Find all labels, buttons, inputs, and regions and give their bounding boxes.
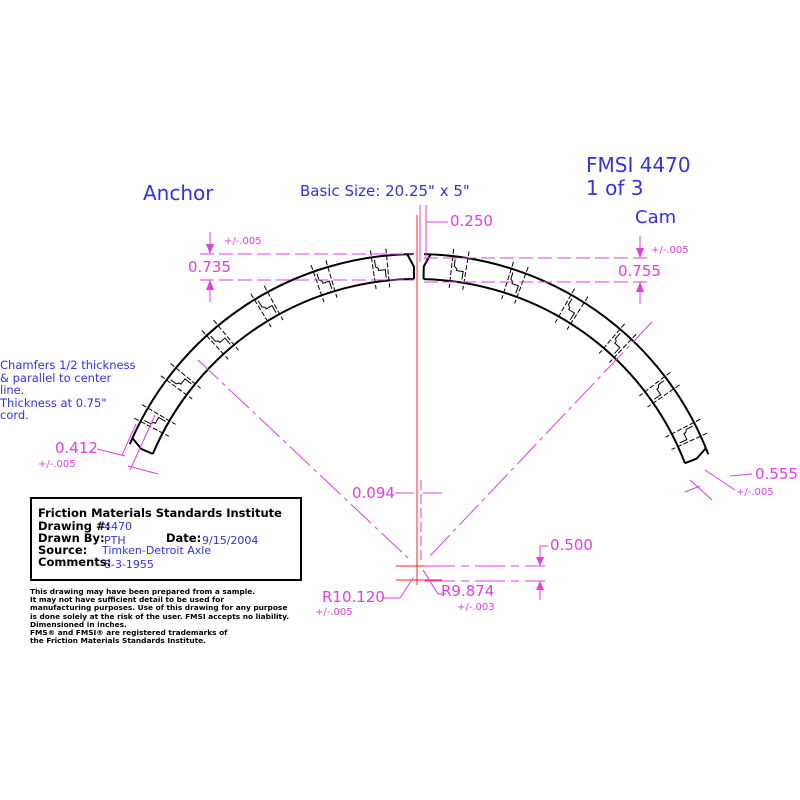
basic-size-label: Basic Size: 20.25" x 5" xyxy=(300,182,470,200)
dim-ext-line xyxy=(689,479,713,501)
dim-leader xyxy=(399,577,414,599)
dim-leader xyxy=(729,473,753,477)
title-block: Friction Materials Standards Institute D… xyxy=(30,497,302,581)
dim-arrowhead xyxy=(206,244,214,254)
note-line: & parallel to center xyxy=(0,370,112,385)
inner-radius-tolerance: +/-.003 xyxy=(457,602,495,613)
center-offset-dimension: 0.500 xyxy=(550,536,593,554)
dim-arrowhead xyxy=(636,248,644,258)
rivet-hole-mark xyxy=(665,418,708,450)
dim-leader xyxy=(684,485,701,493)
anchor-lining-chamfer xyxy=(131,437,154,455)
disclaimer: This drawing may have been prepared from… xyxy=(30,587,290,646)
dim-ext-line xyxy=(129,414,156,471)
inner-radius-dimension: R9.874 xyxy=(441,582,495,600)
comments-label: Comments: xyxy=(38,555,112,569)
right-radius-line xyxy=(427,321,653,559)
left-thickness-tolerance: +/-.005 xyxy=(224,236,262,247)
disclaimer-line: It may not have sufficient detail to be … xyxy=(30,595,224,605)
dim-arrowhead xyxy=(536,581,544,590)
source-value: Timken-Detroit Axle xyxy=(102,544,212,557)
note-line: cord. xyxy=(0,408,29,422)
rivet-hole-mark xyxy=(554,288,589,330)
anchor-label: Anchor xyxy=(143,181,214,205)
rivet-hole-mark xyxy=(369,248,391,290)
org-name: Friction Materials Standards Institute xyxy=(38,506,282,520)
disclaimer-line: the Friction Materials Standards Institu… xyxy=(30,636,206,646)
rivet-hole-mark xyxy=(448,249,470,290)
disclaimer-line: is done solely at the risk of the user. … xyxy=(30,611,290,621)
dim-arrowhead xyxy=(636,282,644,292)
drawing-label: Drawing #: xyxy=(38,519,111,533)
anchor-lining-chamfer xyxy=(406,253,415,280)
dim-arrowhead xyxy=(536,557,544,566)
gap-dimension: 0.250 xyxy=(450,212,493,230)
comments-value: 8-3-1955 xyxy=(104,558,154,571)
note-line: Thickness at 0.75" xyxy=(0,395,107,410)
right-thickness-dimension: 0.755 xyxy=(618,262,661,280)
left-end-dimension: 0.412 xyxy=(55,439,98,457)
rivet-hole-mark xyxy=(639,371,680,408)
source-label: Source: xyxy=(38,543,88,557)
rivet-hole-mark xyxy=(598,323,637,363)
dim-leader xyxy=(127,465,159,475)
disclaimer-line: This drawing may have been prepared from… xyxy=(30,587,256,596)
dim-arrowhead xyxy=(206,280,214,290)
rivet-hole-mark xyxy=(310,260,338,303)
chamfer-note: Chamfers 1/2 thickness & parallel to cen… xyxy=(0,359,136,422)
rivet-hole-mark xyxy=(160,363,201,400)
anchor-lining-inner-arc xyxy=(151,278,415,455)
drawn-by-label: Drawn By: xyxy=(38,531,105,545)
rivet-hole-mark xyxy=(201,319,239,360)
outer-radius-tolerance: +/-.005 xyxy=(315,607,353,618)
dim-ext-line xyxy=(704,469,736,491)
cam-label: Cam xyxy=(635,207,677,228)
right-thickness-tolerance: +/-.005 xyxy=(651,245,689,256)
outer-radius-dimension: R10.120 xyxy=(322,588,385,606)
date-label: Date: xyxy=(166,531,202,545)
drawn-by-value: PTH xyxy=(104,534,126,547)
sheet-number: 1 of 3 xyxy=(586,176,644,200)
rivet-hole-mark xyxy=(250,285,284,328)
disclaimer-line: manufacturing purposes. Use of this draw… xyxy=(30,603,288,613)
dim-leader xyxy=(96,448,126,457)
date-value: 9/15/2004 xyxy=(202,534,259,547)
note-line: line. xyxy=(0,383,25,397)
dim-leader xyxy=(422,569,439,595)
rivet-hole-mark xyxy=(134,404,176,437)
note-line: Chamfers 1/2 thickness xyxy=(0,358,136,372)
disclaimer-line: Dimensioned in inches. xyxy=(30,619,127,629)
dim-ext-line xyxy=(121,423,137,456)
fmsi-number: FMSI 4470 xyxy=(586,153,691,177)
anchor-lining-outer-arc xyxy=(128,253,414,445)
right-end-tolerance: +/-.005 xyxy=(736,487,774,498)
drawing-value: 4470 xyxy=(104,520,132,533)
left-radius-line xyxy=(197,359,409,559)
cam-lining-outer-arc xyxy=(424,253,710,455)
cam-lining-inner-arc xyxy=(423,278,686,464)
offset-dimension: 0.094 xyxy=(352,484,395,502)
cam-lining-chamfer xyxy=(684,447,707,465)
right-end-dimension: 0.555 xyxy=(755,465,798,483)
left-thickness-dimension: 0.735 xyxy=(188,258,231,276)
left-end-tolerance: +/-.005 xyxy=(38,459,76,470)
rivet-hole-mark xyxy=(501,261,529,304)
disclaimer-line: FMS® and FMSI® are registered trademarks… xyxy=(30,628,228,638)
